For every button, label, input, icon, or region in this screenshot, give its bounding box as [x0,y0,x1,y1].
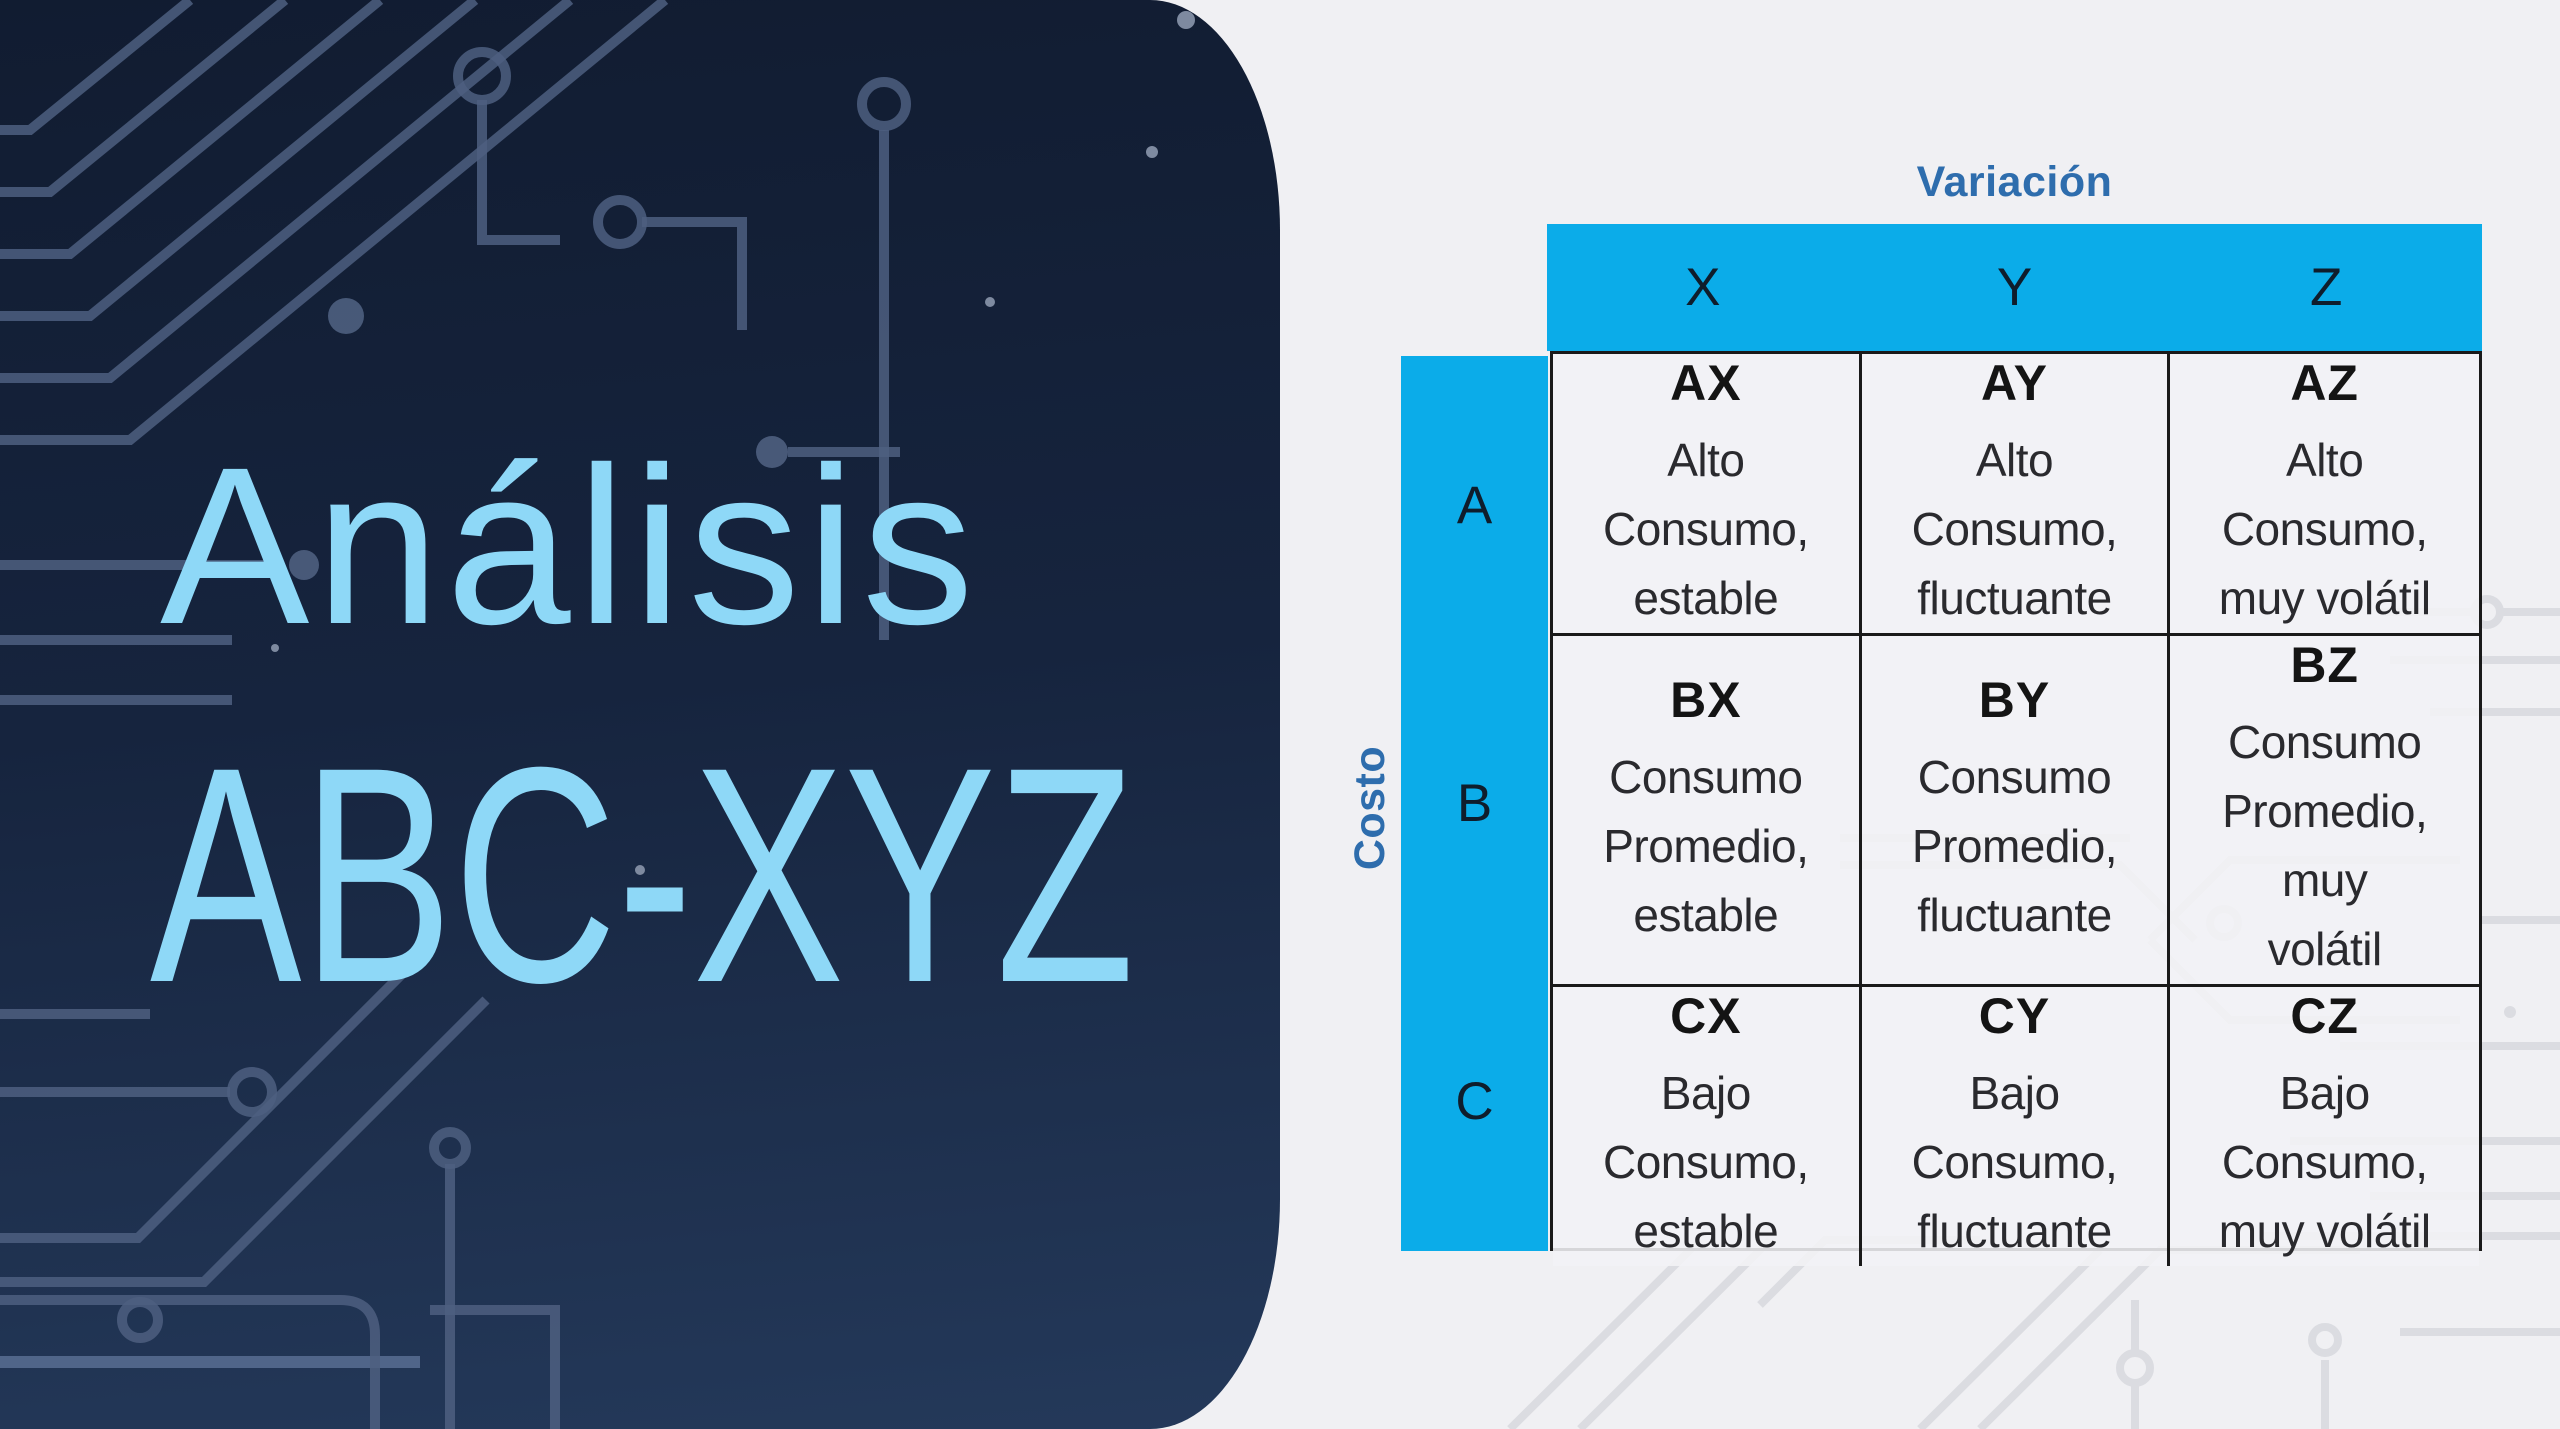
cell-description: Bajo Consumo, estable [1603,1067,1809,1257]
cell-code: CZ [2290,988,2359,1044]
cell-description: Bajo Consumo, fluctuante [1911,1067,2118,1257]
matrix-cell-cz: CZ Bajo Consumo, muy volátil [2170,987,2479,1266]
column-header-band: X Y Z [1547,224,2482,351]
cell-code: CX [1670,988,1742,1044]
column-axis-title: Variación [1916,158,2113,206]
cell-code: AZ [2290,355,2359,411]
cell-description: Alto Consumo, muy volátil [2218,434,2431,624]
circuit-pattern-dark-icon [0,0,1195,1429]
matrix-cell-cy: CY Bajo Consumo, fluctuante [1861,987,2171,1266]
column-header-z: Z [2309,258,2343,317]
cell-description: Consumo Promedio, estable [1603,750,1809,941]
row-axis-title: Costo [1346,745,1394,871]
matrix-grid: AX Alto Consumo, estable AY Alto Consumo… [1550,351,2482,1266]
row-header-b: B [1456,773,1493,833]
cell-code: AY [1981,355,2048,411]
matrix-cell-ay: AY Alto Consumo, fluctuante [1861,354,2171,636]
cell-description: Alto Consumo, fluctuante [1911,434,2118,624]
cell-description: Consumo Promedio, muy volátil [2222,716,2428,975]
cell-description: Alto Consumo, estable [1603,434,1809,624]
cell-code: AX [1670,355,1742,411]
row-header-a: A [1456,475,1493,535]
content-background: Variación X Y Z Costo A B C AX Alto Cons… [1280,0,2560,1429]
slide-title-line1: Análisis [160,421,980,671]
matrix-cell-az: AZ Alto Consumo, muy volátil [2170,354,2479,636]
column-header-x: X [1685,258,1721,317]
row-header-c: C [1455,1072,1494,1132]
column-header-y: Y [1996,258,2033,317]
cell-code: CY [1978,988,2051,1044]
matrix-cell-bz: BZ Consumo Promedio, muy volátil [2170,636,2479,987]
matrix-cell-ax: AX Alto Consumo, estable [1553,354,1862,636]
matrix-cell-by: BY Consumo Promedio, fluctuante [1861,636,2171,987]
slide-title-line2: ABC-XYZ [150,704,1135,1047]
cell-code: BZ [2290,637,2359,693]
title-panel: Análisis ABC-XYZ [0,0,1280,1429]
row-header-band: A B C [1401,356,1548,1251]
matrix-cell-cx: CX Bajo Consumo, estable [1553,987,1862,1266]
cell-code: BX [1670,671,1742,728]
matrix-cell-bx: BX Consumo Promedio, estable [1553,636,1862,987]
cell-code: BY [1978,671,2051,728]
cell-description: Consumo Promedio, fluctuante [1911,750,2118,941]
cell-description: Bajo Consumo, muy volátil [2218,1067,2431,1257]
